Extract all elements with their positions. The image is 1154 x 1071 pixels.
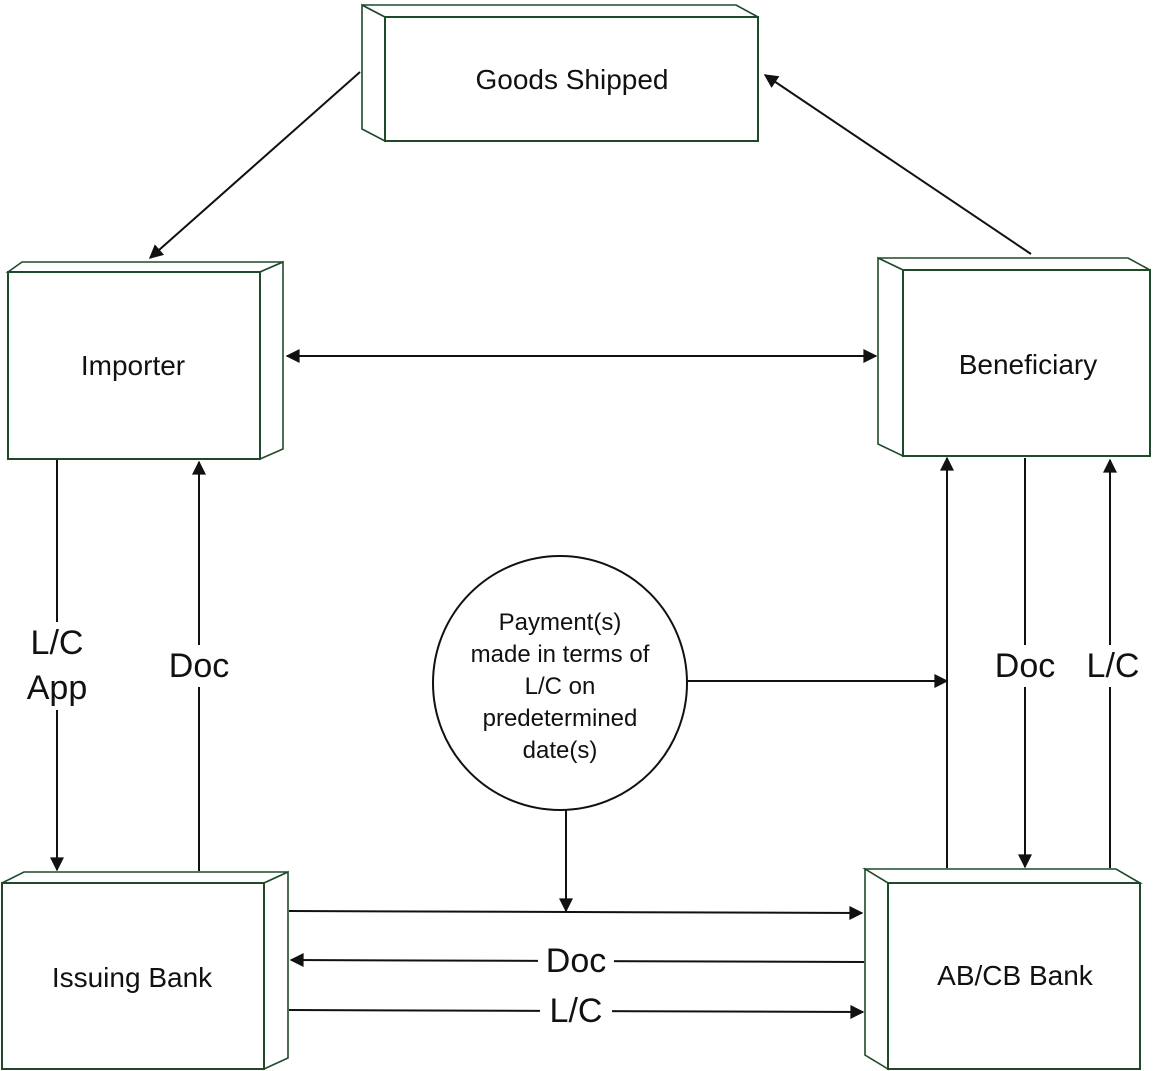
arrow-issuing-to-bank-payment: [288, 905, 864, 920]
ab-cb-bank-box: AB/CB Bank: [862, 867, 1143, 1071]
ab-cb-bank-label: AB/CB Bank: [937, 960, 1094, 991]
payment-text-line-3: L/C on: [525, 673, 596, 700]
payment-text-line-5: date(s): [523, 737, 598, 764]
edge-label-lc-app-line2: App: [27, 669, 88, 707]
edge-label-lc-to-beneficiary: L/C: [1087, 647, 1140, 685]
issuing-bank-box: Issuing Bank: [1, 870, 289, 1071]
edge-label-doc-to-bank: Doc: [995, 647, 1055, 685]
arrow-beneficiary-to-goods: [763, 74, 1032, 255]
edge-label-lc-app-line1: L/C: [31, 624, 84, 662]
edge-label-doc-to-issuing: Doc: [546, 942, 606, 980]
edge-label-doc-to-importer: Doc: [169, 647, 229, 685]
payment-text-line-4: predetermined: [483, 705, 638, 732]
goods-shipped-box: Goods Shipped: [361, 3, 759, 143]
beneficiary-label: Beneficiary: [959, 349, 1098, 380]
payment-text-line-2: made in terms of: [471, 641, 650, 668]
importer-box: Importer: [5, 260, 284, 461]
payment-text-line-1: Payment(s): [499, 609, 622, 636]
importer-label: Importer: [81, 350, 185, 381]
edge-label-lc-to-bank: L/C: [550, 992, 603, 1030]
issuing-bank-label: Issuing Bank: [52, 962, 213, 993]
arrow-goods-to-importer: [148, 71, 361, 259]
goods-shipped-label: Goods Shipped: [475, 64, 668, 95]
payment-circle: Payment(s) made in terms of L/C on prede…: [432, 555, 688, 811]
beneficiary-box: Beneficiary: [877, 256, 1151, 458]
